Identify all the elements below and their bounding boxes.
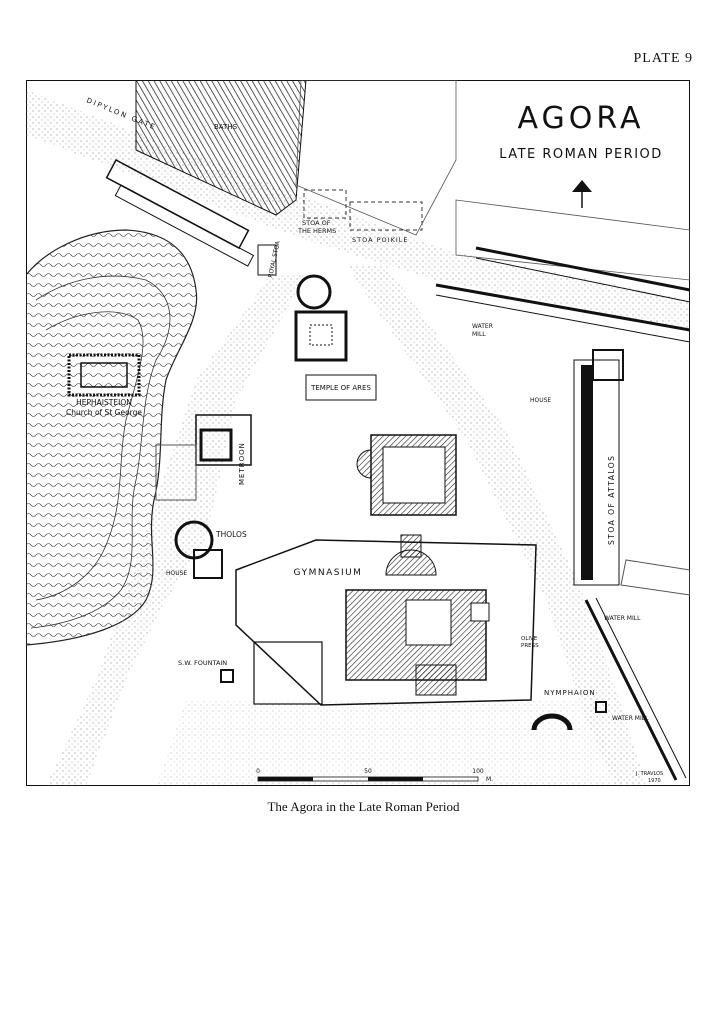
label-tholos: THOLOS xyxy=(215,530,247,539)
baths-area xyxy=(135,80,307,216)
railway-east xyxy=(584,597,687,781)
ground-south xyxy=(156,700,626,786)
road-south xyxy=(46,275,306,786)
label-water-mill-south: WATER MILL xyxy=(612,715,649,722)
stoa-herms xyxy=(303,189,347,219)
scale-tick-100: 100 xyxy=(472,768,484,775)
label-church: Church of St George xyxy=(66,408,142,417)
stoa-poikile xyxy=(349,201,423,231)
label-sw-fountain: S.W. FOUNTAIN xyxy=(178,659,227,667)
hill-contour xyxy=(30,275,171,629)
scale-bar: 0 50 100 M. xyxy=(256,768,493,783)
metroon-room xyxy=(199,428,233,462)
hephaisteion-temple xyxy=(67,353,141,397)
agora-map: AGORA LATE ROMAN PERIOD DIPYLON GATE BAT… xyxy=(26,80,690,786)
sw-court xyxy=(253,641,323,705)
label-olive-press-1: OLIVE xyxy=(521,636,538,642)
map-credit: J. TRAVLOS xyxy=(635,771,663,777)
gymnasium-outline xyxy=(235,539,537,706)
scale-unit: M. xyxy=(486,776,493,783)
label-water-mill-1: WATER xyxy=(472,323,493,330)
stoa-of-attalos-plan xyxy=(573,349,624,586)
agora-map-svg: AGORA LATE ROMAN PERIOD DIPYLON GATE BAT… xyxy=(26,80,690,786)
modern-plot xyxy=(455,199,690,281)
nymphaion-plan xyxy=(531,713,573,731)
label-metroon: METROON xyxy=(238,442,246,485)
hill-contour xyxy=(35,311,144,601)
scale-tick-50: 50 xyxy=(364,768,372,775)
altar-square xyxy=(294,310,348,362)
label-house-east: HOUSE xyxy=(530,397,551,404)
label-nymphaion: NYMPHAION xyxy=(544,689,596,697)
panathenaic-way xyxy=(26,90,690,330)
label-stoa-poikile: STOA POIKILE xyxy=(352,236,408,244)
north-arrow xyxy=(572,180,592,208)
railway xyxy=(435,246,690,343)
round-building xyxy=(296,274,332,310)
road-east xyxy=(346,265,646,786)
gymnasium-complex xyxy=(345,549,490,696)
hephaisteion-cella xyxy=(80,362,128,388)
label-stoa-herms-1: STOA OF xyxy=(302,219,331,227)
modern-block xyxy=(620,559,690,596)
map-title: AGORA xyxy=(517,101,644,136)
royal-stoa xyxy=(257,244,277,276)
figure-caption: The Agora in the Late Roman Period xyxy=(267,799,460,814)
map-credit-year: 1970 xyxy=(648,778,661,784)
label-water-mill-2: MILL xyxy=(472,331,486,338)
scale-tick-0: 0 xyxy=(256,768,260,775)
sw-fountain-plan xyxy=(220,669,234,683)
colonnade-north xyxy=(105,158,255,267)
label-temple-of-ares: TEMPLE OF ARES xyxy=(310,384,371,392)
label-stoa-herms-2: THE HERMS xyxy=(297,227,336,235)
label-water-mill-east: WATER MILL xyxy=(604,615,641,622)
house-west-plan xyxy=(193,549,223,579)
label-olive-press-2: PRESS xyxy=(521,643,539,649)
temple-of-ares-box xyxy=(305,374,377,401)
metroon-block xyxy=(195,414,252,466)
label-stoa-of-attalos: STOA OF ATTALOS xyxy=(607,455,616,545)
map-subtitle: LATE ROMAN PERIOD xyxy=(499,147,663,162)
plate-label: PLATE 9 xyxy=(633,51,693,66)
palace-north xyxy=(356,434,457,558)
label-baths: BATHS xyxy=(214,123,238,131)
modern-plot xyxy=(295,80,457,236)
water-mill-south-plan xyxy=(595,701,607,713)
label-gymnasium: GYMNASIUM xyxy=(294,568,363,578)
label-hephaisteion: HEPHAISTEION xyxy=(76,398,132,407)
altar-inner xyxy=(309,324,333,346)
building-west xyxy=(155,444,197,501)
label-house-west: HOUSE xyxy=(166,570,187,577)
